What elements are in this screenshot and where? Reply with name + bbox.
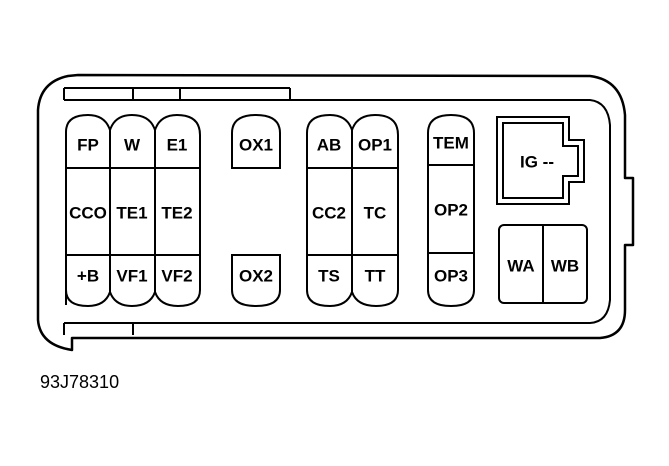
pin-op1: OP1 xyxy=(358,136,392,155)
pin-ts: TS xyxy=(318,267,340,286)
pin-ox1: OX1 xyxy=(239,136,273,155)
pin-cell-ig-inner xyxy=(502,122,579,199)
pin-block-left xyxy=(65,113,201,308)
inner-wall xyxy=(64,99,611,324)
pin-ab: AB xyxy=(317,136,342,155)
pin-cco: CCO xyxy=(69,204,107,223)
pin-plus-b: +B xyxy=(77,267,99,286)
pin-wa: WA xyxy=(507,257,534,276)
pin-te2: TE2 xyxy=(161,204,192,223)
pin-cell-ox2 xyxy=(231,254,281,308)
pin-te1: TE1 xyxy=(116,204,147,223)
pin-vf1: VF1 xyxy=(116,267,147,286)
pin-block-tem xyxy=(427,113,475,308)
pin-tc: TC xyxy=(364,204,387,223)
pin-op3: OP3 xyxy=(434,267,468,286)
pin-ig: IG -- xyxy=(520,153,554,172)
top-rail xyxy=(63,87,291,100)
pin-op2: OP2 xyxy=(434,201,468,220)
figure-caption: 93J78310 xyxy=(40,372,120,392)
bottom-rail xyxy=(63,323,134,335)
pin-tt: TT xyxy=(365,267,386,286)
pin-tem: TEM xyxy=(433,134,469,153)
pin-fp: FP xyxy=(77,136,99,155)
pin-ox2: OX2 xyxy=(239,267,273,286)
pin-e1: E1 xyxy=(167,136,188,155)
connector-housing xyxy=(36,73,635,352)
pin-cc2: CC2 xyxy=(312,204,346,223)
pin-vf2: VF2 xyxy=(161,267,192,286)
pin-wb: WB xyxy=(551,257,579,276)
pin-cell-ig xyxy=(496,116,585,205)
pin-w: W xyxy=(124,136,141,155)
pin-cell-ox1 xyxy=(231,113,281,169)
pin-block-middle xyxy=(306,113,399,308)
